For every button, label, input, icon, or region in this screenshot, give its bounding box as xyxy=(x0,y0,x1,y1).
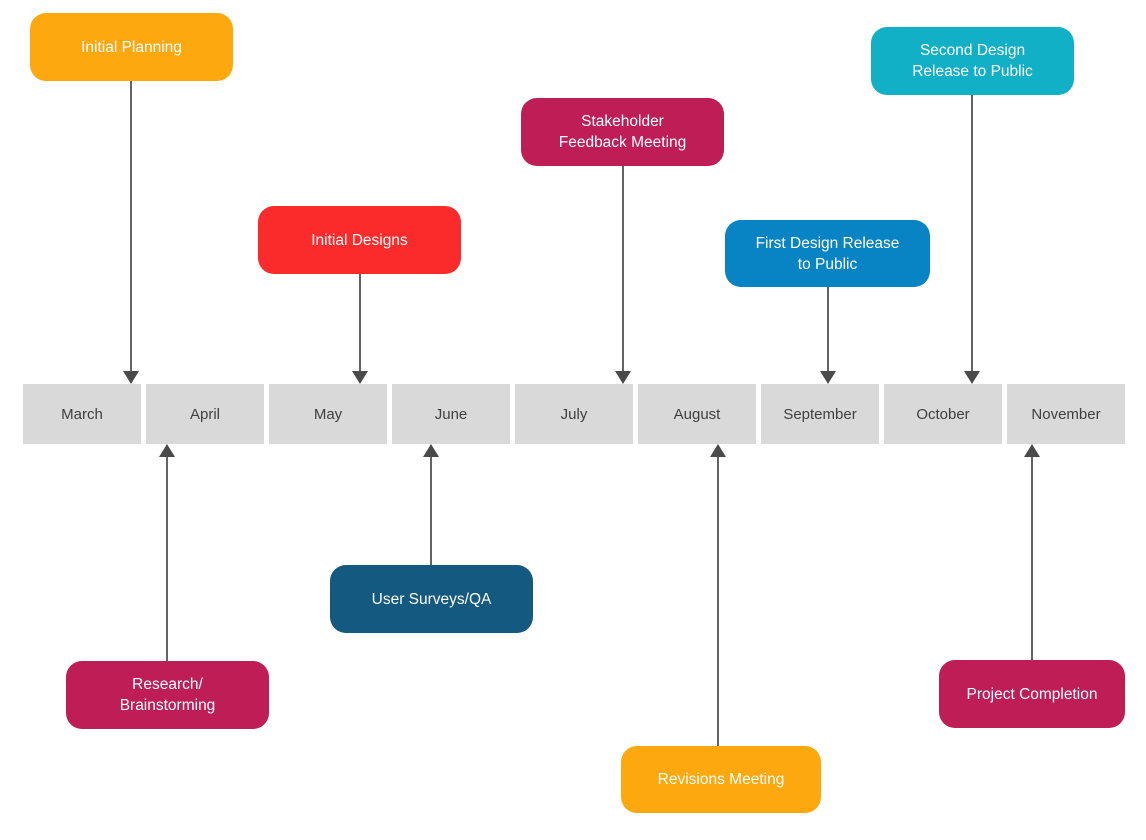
month-cell-june: June xyxy=(392,384,510,444)
connector-line-second-design-release xyxy=(971,95,973,373)
connector-line-project-completion xyxy=(1031,455,1033,660)
event-box-user-surveys-qa: User Surveys/QA xyxy=(330,565,533,633)
event-box-second-design-release: Second Design Release to Public xyxy=(871,27,1074,95)
month-label: November xyxy=(1031,405,1101,423)
event-label-revisions-meeting: Revisions Meeting xyxy=(657,771,785,788)
timeline-month-bar: March April May June July August Septemb… xyxy=(23,384,1125,444)
connector-line-revisions-meeting xyxy=(717,455,719,746)
event-label-stakeholder-feedback-meeting: Stakeholder Feedback Meeting xyxy=(558,113,687,151)
month-label: July xyxy=(560,405,588,423)
event-label-research-brainstorming: Research/ Brainstorming xyxy=(119,676,216,714)
arrow-head-research-brainstorming xyxy=(159,444,175,457)
connector-line-stakeholder-feedback-meeting xyxy=(622,166,624,373)
month-cell-march: March xyxy=(23,384,141,444)
event-label-first-design-release: First Design Release to Public xyxy=(755,234,900,273)
connector-line-initial-designs xyxy=(359,274,361,373)
month-label: October xyxy=(916,405,970,423)
arrow-head-first-design-release xyxy=(820,371,836,384)
month-label: June xyxy=(434,405,468,423)
event-label-initial-designs: Initial Designs xyxy=(311,231,408,249)
month-cell-october: October xyxy=(884,384,1002,444)
month-label: March xyxy=(61,405,103,423)
event-box-initial-designs: Initial Designs xyxy=(258,206,461,274)
event-label-project-completion: Project Completion xyxy=(966,685,1098,703)
event-box-project-completion: Project Completion xyxy=(939,660,1125,728)
connector-line-user-surveys-qa xyxy=(430,455,432,565)
month-label: August xyxy=(673,405,721,423)
month-cell-july: July xyxy=(515,384,633,444)
arrow-head-revisions-meeting xyxy=(710,444,726,457)
event-box-research-brainstorming: Research/ Brainstorming xyxy=(66,661,269,729)
arrow-head-second-design-release xyxy=(964,371,980,384)
connector-line-initial-planning xyxy=(130,81,132,373)
arrow-head-stakeholder-feedback-meeting xyxy=(615,371,631,384)
event-label-user-surveys-qa: User Surveys/QA xyxy=(371,590,492,608)
event-box-stakeholder-feedback-meeting: Stakeholder Feedback Meeting xyxy=(521,98,724,166)
month-cell-may: May xyxy=(269,384,387,444)
arrow-head-initial-designs xyxy=(352,371,368,384)
month-cell-november: November xyxy=(1007,384,1125,444)
event-label-second-design-release: Second Design Release to Public xyxy=(912,42,1033,80)
event-box-first-design-release: First Design Release to Public xyxy=(725,220,930,287)
arrow-head-initial-planning xyxy=(123,371,139,384)
event-box-revisions-meeting: Revisions Meeting xyxy=(621,746,821,813)
arrow-head-user-surveys-qa xyxy=(423,444,439,457)
arrow-head-project-completion xyxy=(1024,444,1040,457)
month-cell-september: September xyxy=(761,384,879,444)
month-label: May xyxy=(313,405,343,423)
event-box-initial-planning: Initial Planning xyxy=(30,13,233,81)
connector-line-first-design-release xyxy=(827,287,829,373)
month-label: September xyxy=(783,405,857,423)
month-label: April xyxy=(189,405,220,423)
event-label-initial-planning: Initial Planning xyxy=(81,38,182,56)
month-cell-august: August xyxy=(638,384,756,444)
month-cell-april: April xyxy=(146,384,264,444)
connector-line-research-brainstorming xyxy=(166,455,168,661)
